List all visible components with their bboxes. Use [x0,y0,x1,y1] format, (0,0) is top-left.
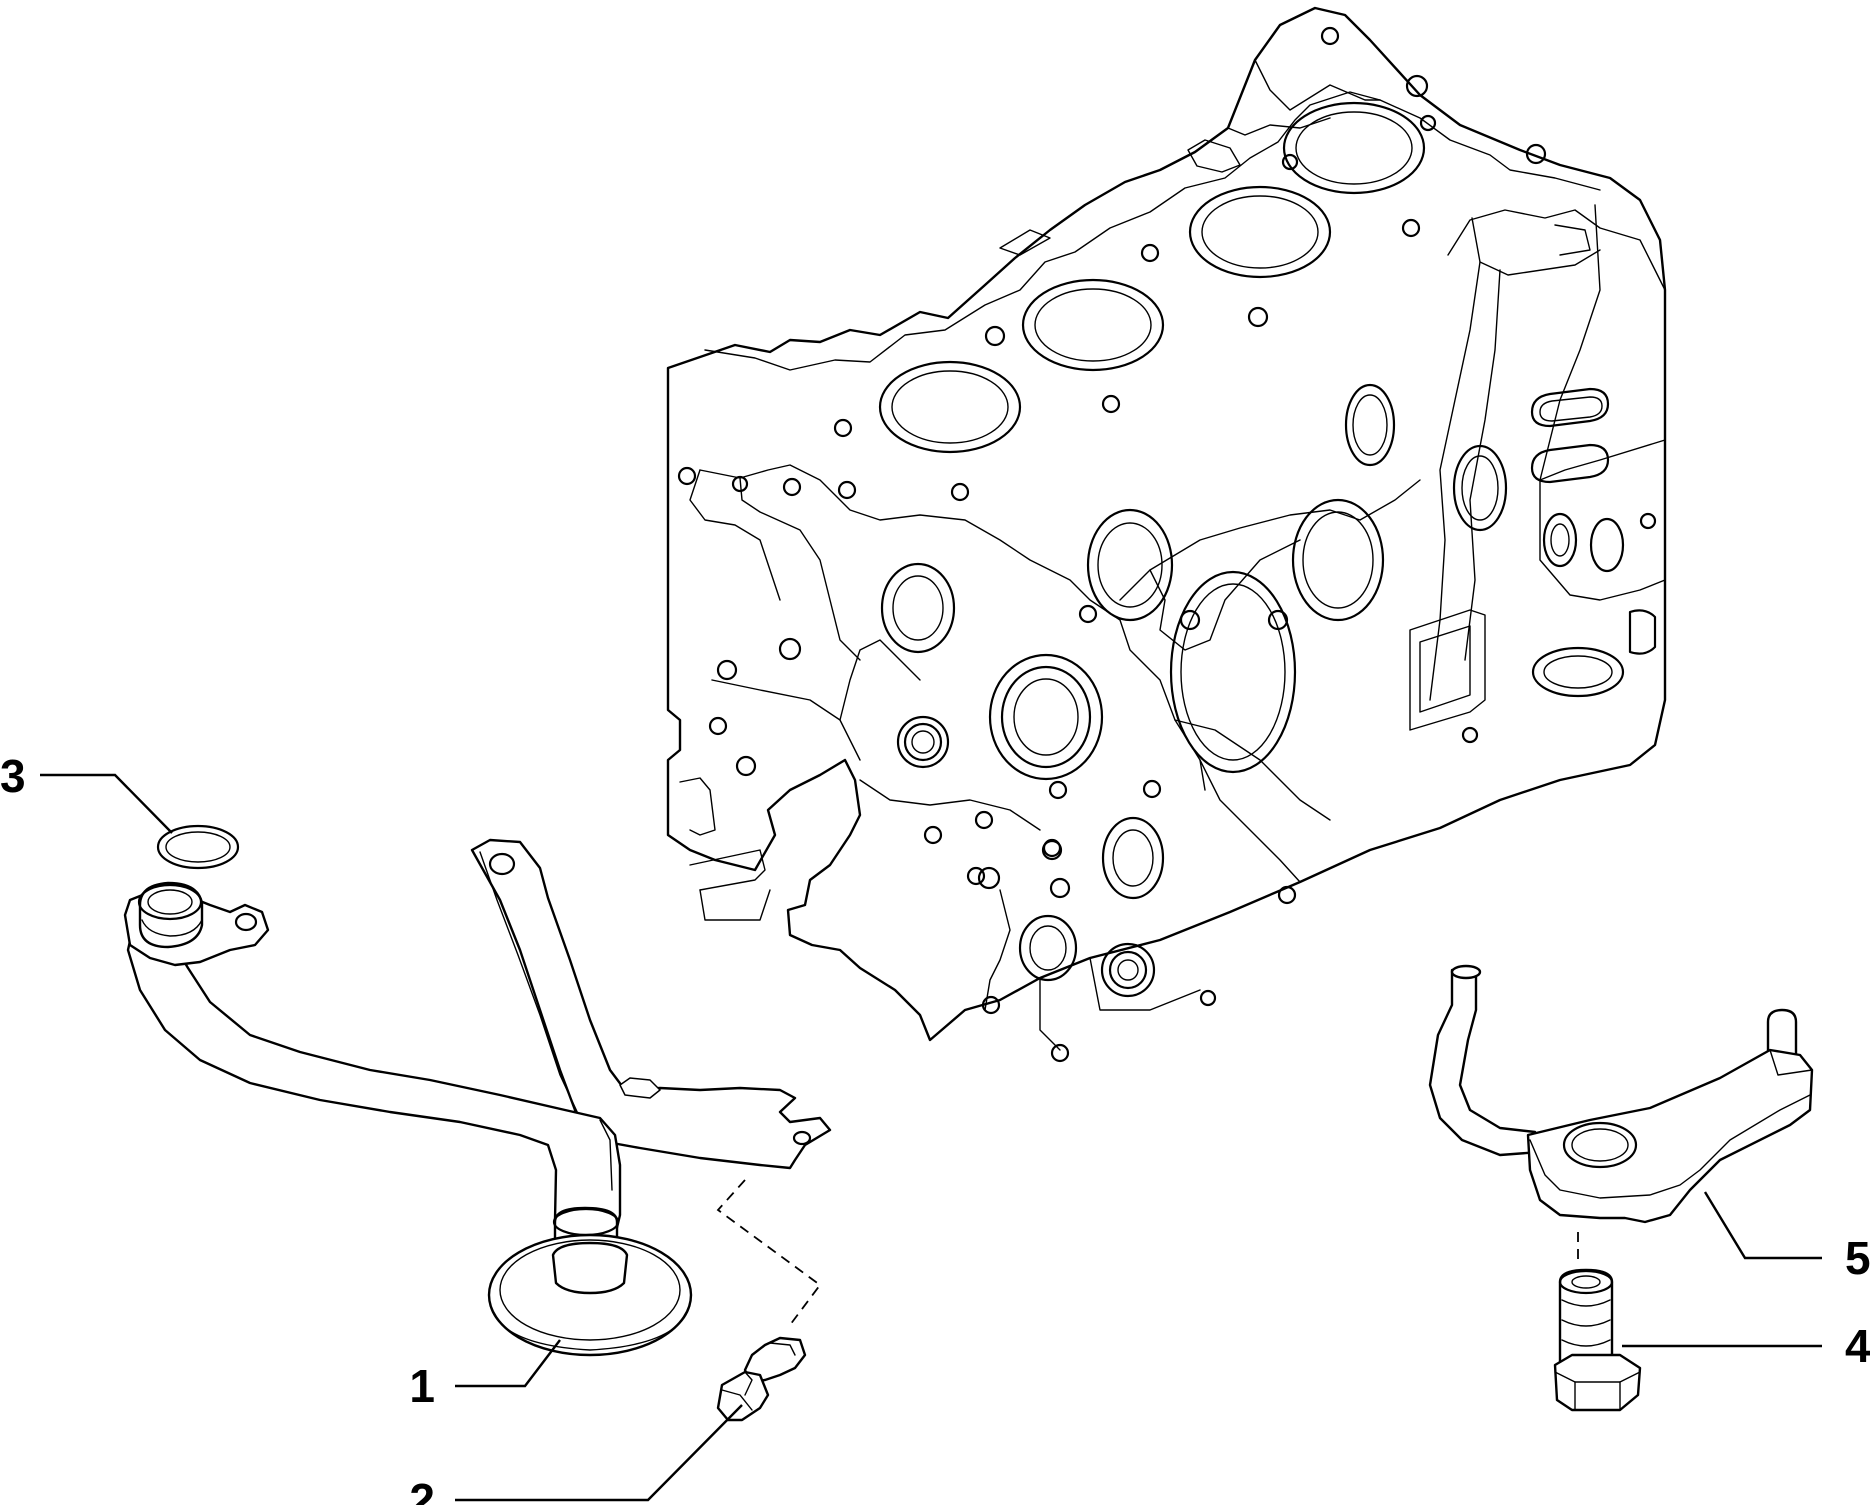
leader-lines [40,773,1822,1502]
leader-line-2 [455,1404,743,1502]
callouts: 1 2 3 4 5 [0,750,1870,1505]
leader-line-5 [1703,1191,1822,1260]
callout-4: 4 [1845,1320,1870,1372]
o-ring-seal [156,824,240,870]
leader-line-1 [455,1339,561,1388]
bolt-assembly-line [716,1179,822,1326]
oil-jet-pipe [1428,964,1814,1224]
assembly-lines [716,1179,1579,1326]
callout-1: 1 [409,1360,435,1412]
banjo-bolt [1553,1268,1642,1412]
callout-5: 5 [1845,1232,1870,1284]
mounting-bolt [716,1336,807,1422]
oil-pickup-pipe [123,838,832,1357]
leader-line-3 [40,773,173,834]
callout-3: 3 [0,750,26,802]
engine-block [666,6,1667,1063]
callout-2: 2 [409,1474,435,1505]
